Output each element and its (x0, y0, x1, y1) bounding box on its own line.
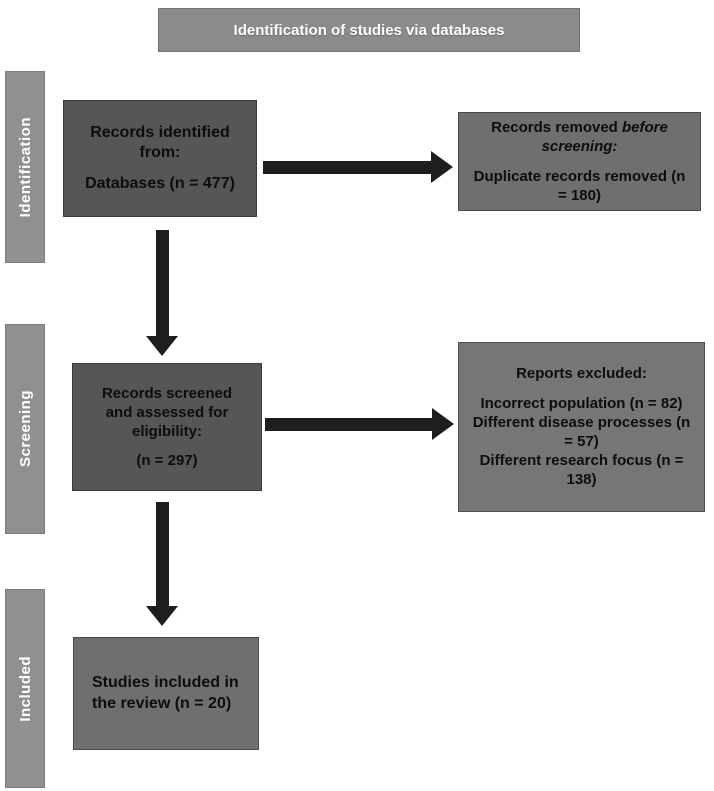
box-studies-included: Studies included in the review (n = 20) (73, 637, 259, 750)
arrow-identified-to-screened (146, 230, 178, 356)
records-removed-heading-italic: before screening: (541, 119, 668, 156)
excluded-reason-population: Incorrect population (n = 82) (480, 394, 683, 412)
arrow-head-icon (146, 336, 178, 356)
records-identified-text: Records identified from: (90, 123, 230, 162)
stage-bar-identification: Identification (5, 71, 45, 263)
arrow-head-icon (432, 408, 454, 440)
reports-excluded-heading: Reports excluded: (516, 365, 647, 383)
box-records-identified: Records identified from: Databases (n = … (63, 100, 257, 217)
arrow-shaft (155, 502, 169, 606)
stage-bar-included: Included (5, 589, 45, 788)
arrow-shaft (265, 417, 432, 431)
diagram-title: Identification of studies via databases (158, 8, 580, 52)
arrow-head-icon (431, 151, 453, 183)
arrow-identified-to-removed (263, 151, 453, 183)
arrow-screened-to-excluded (265, 408, 454, 440)
stage-label-identification: Identification (16, 116, 34, 218)
arrow-head-icon (146, 606, 178, 626)
excluded-reason-focus: Different research focus (n = 138) (479, 452, 684, 489)
records-screened-count: (n = 297) (136, 452, 198, 470)
studies-included-text: Studies included in the review (n = 20) (92, 674, 239, 712)
stage-bar-screening: Screening (5, 324, 45, 534)
arrow-screened-to-included (146, 502, 178, 626)
excluded-reason-disease: Different disease processes (n = 57) (472, 413, 691, 450)
records-removed-heading-normal: Records removed (491, 119, 623, 137)
box-records-removed: Records removed before screening: Duplic… (458, 112, 701, 211)
stage-label-screening: Screening (16, 390, 34, 468)
arrow-shaft (155, 230, 169, 336)
records-screened-text: Records screened and assessed for eligib… (101, 384, 233, 440)
duplicate-records-removed-text: Duplicate records removed (n = 180) (473, 167, 686, 204)
records-removed-heading: Records removed before screening: (472, 118, 687, 156)
arrow-shaft (263, 160, 431, 174)
box-reports-excluded: Reports excluded: Incorrect population (… (458, 342, 705, 512)
records-identified-count: Databases (n = 477) (85, 174, 235, 192)
stage-label-included: Included (16, 655, 34, 722)
box-records-screened: Records screened and assessed for eligib… (72, 363, 262, 491)
